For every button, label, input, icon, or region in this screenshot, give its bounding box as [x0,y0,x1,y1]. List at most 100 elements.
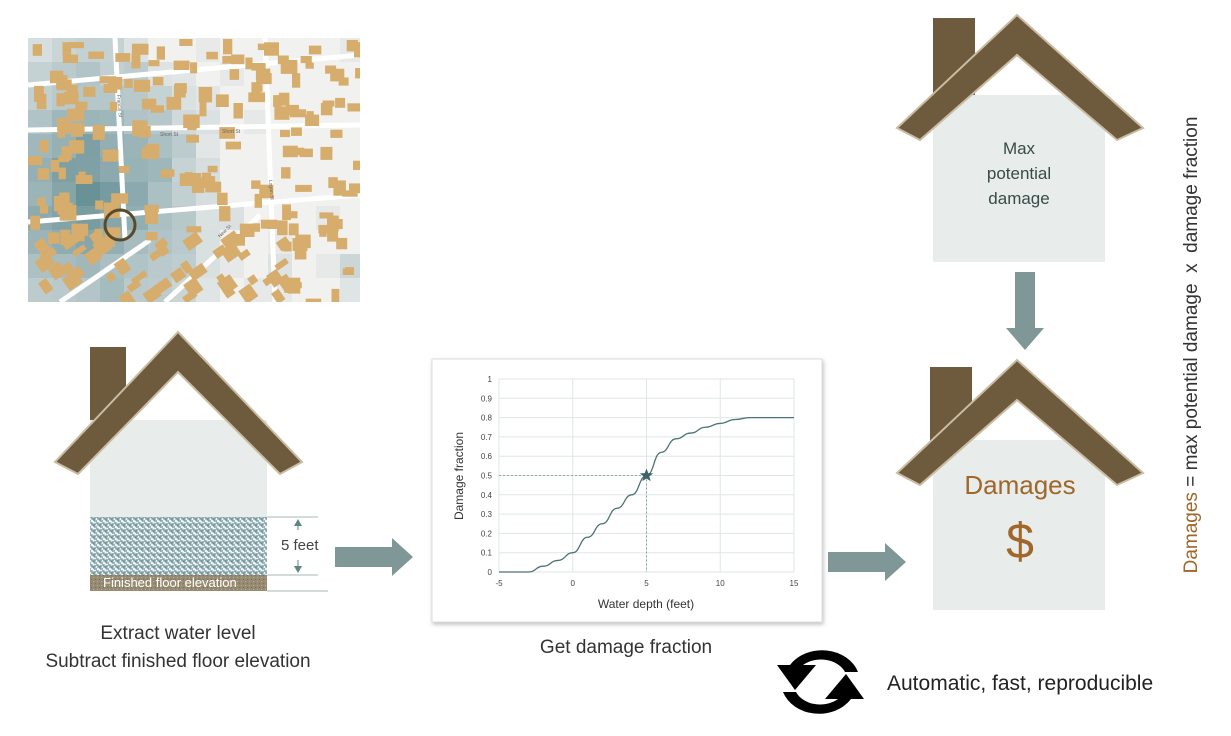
left-caption: Extract water level Subtract finished fl… [45,620,310,676]
y-tick-label: 0.8 [481,414,493,423]
building [61,261,75,275]
formula-rhs: = max potential damage x damage fraction [1181,116,1202,493]
building [173,60,190,70]
building [61,270,83,291]
building [292,73,301,88]
building [217,192,228,205]
building [319,212,334,219]
building [39,139,49,153]
building [283,211,298,219]
building [115,53,131,62]
building [229,69,240,80]
building [327,219,343,230]
formula-lhs: Damages [1181,492,1202,574]
building [320,146,333,160]
refresh-icon [777,650,864,714]
footer-text: Automatic, fast, reproducible [887,672,1154,695]
y-tick-label: 0.9 [481,394,493,403]
arrow-right [828,543,906,581]
building [274,106,290,120]
building [308,45,322,55]
building [231,234,245,246]
building [283,241,292,252]
building [264,42,279,56]
building [219,206,231,222]
building [111,193,129,204]
building [284,278,293,293]
building [239,223,255,237]
building [278,92,290,106]
y-tick-label: 0.5 [481,472,493,481]
building [305,62,314,69]
building [231,54,245,65]
building [300,56,312,64]
building [295,184,312,192]
y-tick-label: 0 [488,568,493,577]
street-label: Francis St [115,95,123,119]
building [71,223,89,236]
building [179,39,193,46]
building [216,274,239,296]
building [94,228,103,240]
label-line: Max [1002,139,1036,158]
building [166,96,182,110]
building [206,51,218,60]
building [83,86,96,97]
building [179,260,193,274]
building [238,283,259,302]
building [109,101,118,112]
building [36,93,47,110]
building [251,180,261,189]
building [32,44,42,56]
building [107,227,121,238]
star-marker [639,468,654,482]
flood-cell [244,110,268,134]
building [57,202,73,215]
building [154,277,173,295]
building [156,46,165,60]
building [59,121,70,134]
building [182,231,203,251]
building [207,165,218,173]
building [118,166,130,173]
building [280,129,290,138]
building [255,68,271,80]
building [62,54,78,63]
y-tick-label: 0.2 [481,529,493,538]
building [212,244,228,259]
building [60,229,71,245]
building [205,181,222,193]
building [50,159,60,172]
building [88,231,101,244]
building [259,184,274,199]
building [342,268,355,275]
y-tick-label: 0.7 [481,433,493,442]
building [154,237,169,251]
building [222,55,232,64]
building [299,148,313,158]
arrow-down [1006,272,1044,350]
x-tick-label: 15 [790,579,799,588]
building [190,62,198,74]
building [186,134,199,143]
building [349,183,360,194]
depth-arrow [294,519,302,573]
building [130,270,148,285]
building [133,79,151,92]
building [262,273,276,287]
building [62,42,72,56]
building [347,103,360,112]
building [288,282,302,289]
building [113,257,132,277]
building [72,244,87,257]
building [215,94,229,107]
building [38,277,54,295]
building [186,226,202,233]
building [33,237,51,255]
building [193,173,202,181]
building [47,261,67,281]
building [102,149,119,162]
building [110,77,123,90]
building [30,215,40,230]
